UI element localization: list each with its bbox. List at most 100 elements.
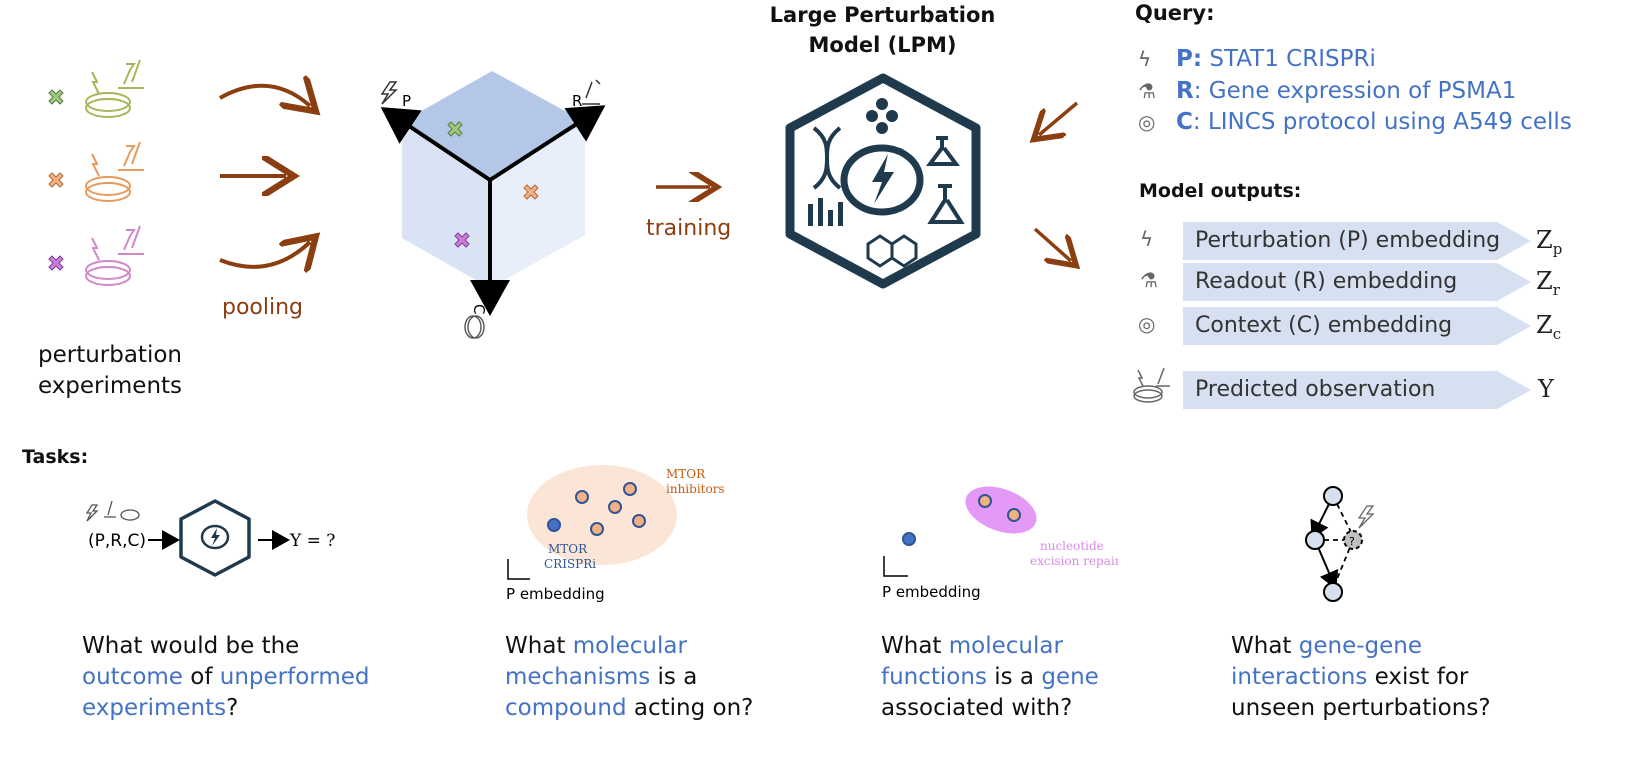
task2-embedding-plot: MTOR inhibitors MTOR CRISPRi P embedding <box>506 465 725 603</box>
q2-highlight-mechanisms: mechanisms <box>505 664 651 690</box>
query-gene-point <box>902 532 916 546</box>
unseen-node-label: ? <box>1349 535 1355 548</box>
cluster-label-nucleotide: nucleotide <box>1040 539 1104 553</box>
point-label-mtor: MTOR <box>548 542 588 556</box>
experiment-icons <box>48 59 144 286</box>
q2-text: is a <box>650 664 698 690</box>
output-symbol-zp: Zp <box>1536 226 1562 258</box>
q3-highlight-molecular: molecular <box>948 633 1063 659</box>
query-list: ϟ P: STAT1 CRISPRi ⚗R: Gene expression of… <box>1138 44 1608 139</box>
cube-right-face <box>490 122 585 288</box>
model-outputs-heading: Model outputs: <box>1139 180 1302 202</box>
q2-highlight-compound: compound <box>505 695 627 721</box>
perturbation-experiments-caption: perturbation experiments <box>20 340 200 402</box>
microscope-icon: ⚗ <box>1140 268 1158 292</box>
output-subscript: c <box>1552 324 1562 343</box>
query-item-c: ◎ C: LINCS protocol using A549 cells <box>1138 107 1608 139</box>
q3-text: associated with? <box>881 695 1073 721</box>
flask-icon <box>926 136 960 166</box>
q2-highlight-molecular: molecular <box>572 633 687 659</box>
task1-prediction-diagram: (P,R,C) Y = ? <box>85 499 335 577</box>
pooled-data-cube: P R C <box>380 71 606 339</box>
crispri-point <box>547 518 561 532</box>
q1-highlight-unperformed: unperformed <box>219 664 370 690</box>
q3-highlight-functions: functions <box>881 664 987 690</box>
output-bar-predicted-observation: Predicted observation <box>1183 371 1531 409</box>
molecule-icon <box>866 98 898 134</box>
query-item-r: ⚗R: Gene expression of PSMA1 <box>1138 76 1608 108</box>
chemical-structure-icon <box>866 234 918 268</box>
output-symbol: Z <box>1536 311 1553 339</box>
output-symbol: Z <box>1536 267 1553 295</box>
q4-text: unseen perturbations? <box>1231 695 1491 721</box>
query-item-p: ϟ P: STAT1 CRISPRi <box>1138 44 1608 76</box>
cube-axis-r: R <box>572 92 582 110</box>
question-1: What would be the outcome of unperformed… <box>82 631 370 724</box>
q4-text: exist for <box>1367 664 1469 690</box>
query-heading: Query: <box>1135 1 1215 25</box>
cube-axis-c: C <box>470 304 488 314</box>
q2-text: acting on? <box>626 695 754 721</box>
task3-embedding-plot: nucleotide excision repair P embedding <box>882 486 1118 601</box>
gene-node <box>1305 530 1325 550</box>
unseen-gene-node <box>1343 530 1363 550</box>
output-bar-readout: Readout (R) embedding <box>1183 263 1531 301</box>
gene-node <box>1323 582 1343 602</box>
q3-text: is a <box>986 664 1042 690</box>
cube-axis-p: P <box>402 92 411 110</box>
q3-highlight-gene: gene <box>1041 664 1099 690</box>
output-subscript: r <box>1552 280 1560 299</box>
output-symbol-y: Y <box>1538 375 1554 403</box>
q4-highlight-interactions: interactions <box>1231 664 1368 690</box>
task1-input: (P,R,C) <box>88 531 146 551</box>
orange-cross-icon <box>48 172 64 188</box>
cluster-label-mtor: MTOR <box>666 467 706 481</box>
flask-icon <box>927 184 965 224</box>
petri-dish-icon <box>85 225 144 286</box>
q4-text: What <box>1231 633 1299 659</box>
lpm-hexagon-logo <box>785 73 981 289</box>
task4-gene-network: ? <box>1305 486 1375 602</box>
query-text-c: : LINCS protocol using A549 cells <box>1192 109 1572 135</box>
purple-cross-icon <box>48 255 64 271</box>
experiment-setup-icon <box>1133 367 1170 403</box>
cube-left-face <box>402 122 490 288</box>
petri-dish-lightning-icon <box>840 144 924 216</box>
cube-top-face <box>402 71 585 180</box>
gene-node <box>1323 486 1343 506</box>
petri-dish-icon <box>464 315 485 339</box>
output-bar-perturbation: Perturbation (P) embedding <box>1183 222 1531 260</box>
petri-dish-icon: ◎ <box>1138 110 1156 134</box>
output-symbol-zr: Zr <box>1536 267 1560 299</box>
lpm-title-line-1: Large Perturbation <box>769 3 996 27</box>
cluster-label-excision-repair: excision repair <box>1030 554 1118 568</box>
compound-points <box>575 482 646 536</box>
q1-text: ? <box>226 695 239 721</box>
q3-text: What <box>881 633 949 659</box>
q2-text: What <box>505 633 573 659</box>
q4-highlight-gene-gene: gene-gene <box>1298 633 1423 659</box>
training-label: training <box>646 216 732 241</box>
question-4: What gene-gene interactions exist for un… <box>1231 631 1491 724</box>
lpm-title: Large Perturbation Model (LPM) <box>760 0 1005 60</box>
query-key-p: P: <box>1176 46 1203 72</box>
perturbation-experiments-panel <box>40 50 200 300</box>
lightning-icon: ϟ <box>1138 47 1152 71</box>
microscope-icon: ⚗ <box>1138 78 1156 103</box>
task1-output: Y = ? <box>289 531 335 551</box>
tasks-heading: Tasks: <box>22 446 89 468</box>
pooling-label: pooling <box>222 295 304 320</box>
lightning-icon: ϟ <box>1140 227 1154 251</box>
pooling-arrows <box>219 70 330 280</box>
petri-dish-icon <box>85 59 144 118</box>
lpm-title-line-2: Model (LPM) <box>808 33 957 57</box>
output-subscript: p <box>1552 239 1563 258</box>
point-label-crispri: CRISPRi <box>544 557 596 571</box>
petri-dish-icon <box>85 141 144 202</box>
petri-dish-icon: ◎ <box>1138 312 1156 336</box>
output-symbol-zc: Zc <box>1536 311 1561 343</box>
question-2: What molecular mechanisms is a compound … <box>505 631 753 724</box>
query-key-c: C <box>1176 109 1193 135</box>
dna-icon <box>812 126 842 190</box>
query-text-p: STAT1 CRISPRi <box>1202 46 1376 72</box>
